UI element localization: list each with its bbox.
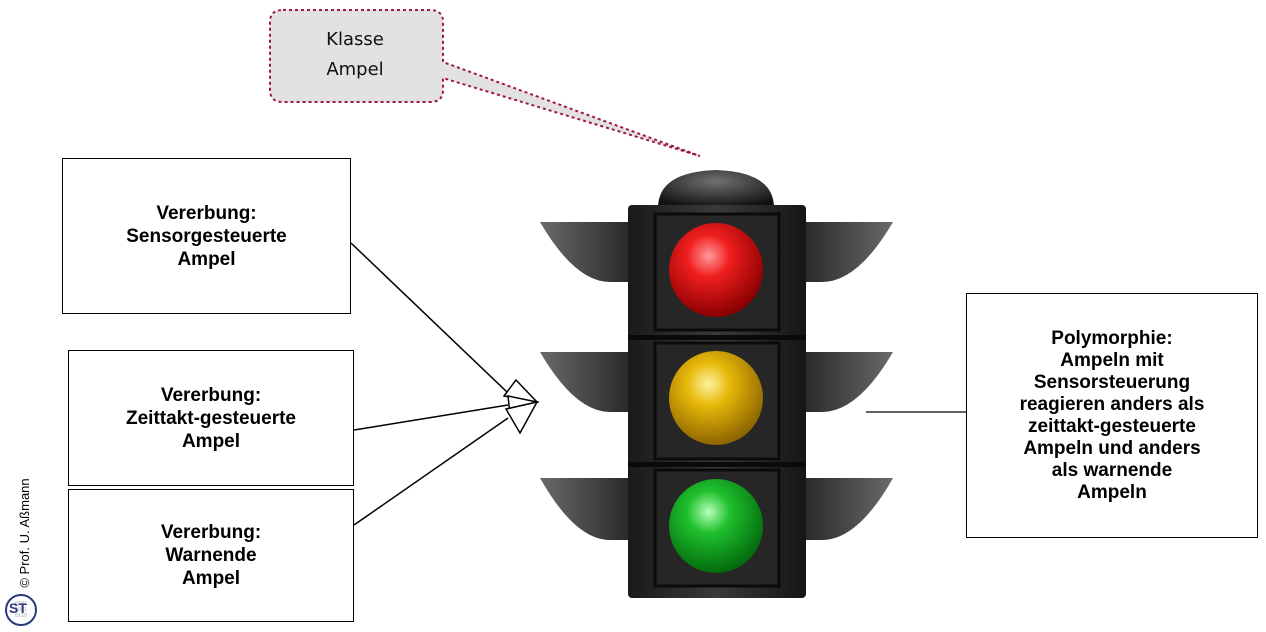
callout-label: Klasse Ampel bbox=[326, 29, 384, 80]
box-sensor-label: Vererbung: Sensorgesteuerte Ampel bbox=[126, 202, 287, 270]
inheritance-line-sensor bbox=[350, 242, 509, 394]
callout-bubble bbox=[269, 9, 701, 157]
box-sensorgesteuerte-ampel: Vererbung: Sensorgesteuerte Ampel bbox=[62, 158, 351, 314]
visor-right-top bbox=[806, 222, 893, 282]
svg-text:1001: 1001 bbox=[15, 607, 27, 613]
box-warnende-ampel: Vererbung: Warnende Ampel bbox=[68, 489, 354, 622]
inheritance-lines bbox=[350, 242, 509, 526]
box-zeittakt-label: Vererbung: Zeittakt-gesteuerte Ampel bbox=[126, 384, 296, 452]
visor-left-bot bbox=[540, 478, 628, 540]
visor-right-mid bbox=[806, 352, 893, 412]
copyright-text: © Prof. U. Aßmann bbox=[17, 478, 32, 588]
inheritance-line-warnend bbox=[353, 417, 509, 526]
st-logo: 0101 1001 0110 ST bbox=[5, 594, 37, 626]
arrowhead-warnend bbox=[504, 400, 539, 435]
green-lamp bbox=[669, 479, 763, 573]
visor-left-mid bbox=[540, 352, 628, 412]
visor-right-bot bbox=[806, 478, 893, 540]
visor-left-top bbox=[540, 222, 628, 282]
red-lamp bbox=[669, 223, 763, 317]
box-zeittakt-gesteuerte-ampel: Vererbung: Zeittakt-gesteuerte Ampel bbox=[68, 350, 354, 486]
box-polymorphie: Polymorphie: Ampeln mit Sensorsteuerung … bbox=[966, 293, 1258, 538]
box-warnend-label: Vererbung: Warnende Ampel bbox=[160, 522, 262, 589]
box-polymorphie-label: Polymorphie: Ampeln mit Sensorsteuerung … bbox=[1019, 327, 1205, 503]
inheritance-arrowheads bbox=[502, 378, 540, 435]
st-logo-text: ST bbox=[9, 600, 27, 616]
traffic-light-cap bbox=[658, 170, 774, 208]
traffic-light bbox=[540, 170, 893, 598]
svg-text:0110: 0110 bbox=[15, 613, 27, 619]
inheritance-line-zeittakt bbox=[353, 404, 509, 431]
svg-text:0101: 0101 bbox=[15, 601, 27, 607]
yellow-lamp bbox=[669, 351, 763, 445]
